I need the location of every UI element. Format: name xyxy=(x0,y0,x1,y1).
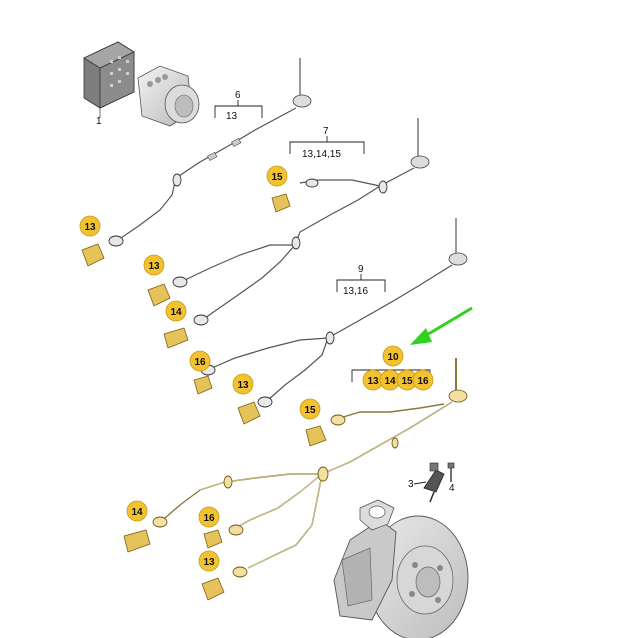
part-label-10-sub-14: 14 xyxy=(384,376,396,387)
wire-harness-7 xyxy=(172,118,430,326)
connector-13-d: 13 xyxy=(198,550,225,601)
bolt xyxy=(447,462,455,482)
highlight-arrow xyxy=(410,306,473,345)
part-label-3: 3 xyxy=(408,479,414,490)
connector-15-a: 15 xyxy=(266,165,291,213)
part-label-1: 1 xyxy=(96,116,102,127)
badge-p10-sub: 13 14 15 16 xyxy=(362,369,434,391)
badge-16-b: 16 xyxy=(203,513,215,524)
part-label-6-sub: 13 xyxy=(226,111,238,122)
badge-14-a: 14 xyxy=(170,307,182,318)
part-label-10: 10 xyxy=(387,352,399,363)
connector-13-b: 13 xyxy=(143,254,171,307)
badge-13-a: 13 xyxy=(84,222,96,233)
connector-13-c: 13 xyxy=(232,373,261,425)
connector-15-b: 15 xyxy=(299,398,327,447)
abs-control-unit xyxy=(83,41,200,127)
connector-14-a: 14 xyxy=(163,300,189,349)
badge-15-a: 15 xyxy=(271,172,283,183)
badge-13-b: 13 xyxy=(148,261,160,272)
part-label-10-sub-16: 16 xyxy=(417,376,429,387)
part-label-10-sub-13: 13 xyxy=(367,376,379,387)
wire-harness-9 xyxy=(200,218,468,408)
part-label-9: 9 xyxy=(358,264,364,275)
brake-assembly xyxy=(333,499,469,638)
part-label-10-sub-15: 15 xyxy=(401,376,413,387)
part-label-6: 6 xyxy=(235,90,241,101)
bracket-9 xyxy=(336,274,386,292)
badge-13-d: 13 xyxy=(203,557,215,568)
part-label-9-sub: 13,16 xyxy=(343,286,368,297)
part-label-7: 7 xyxy=(323,126,329,137)
wire-harness-6 xyxy=(108,58,312,247)
connector-16-a: 16 xyxy=(189,350,213,395)
wire-harness-10 xyxy=(152,358,468,578)
speed-sensor xyxy=(423,462,445,503)
part-label-4: 4 xyxy=(449,483,455,494)
badge-13-c: 13 xyxy=(237,380,249,391)
badge-14-b: 14 xyxy=(131,507,143,518)
badge-16-a: 16 xyxy=(194,357,206,368)
bracket-7 xyxy=(289,136,365,154)
badge-15-b: 15 xyxy=(304,405,316,416)
connector-13-a: 13 xyxy=(79,215,105,267)
part-label-7-sub: 13,14,15 xyxy=(302,149,341,160)
connector-14-b: 14 xyxy=(123,500,151,553)
connector-16-b: 16 xyxy=(198,506,223,549)
badge-p10: 10 xyxy=(382,345,404,367)
bracket-6 xyxy=(214,100,263,118)
